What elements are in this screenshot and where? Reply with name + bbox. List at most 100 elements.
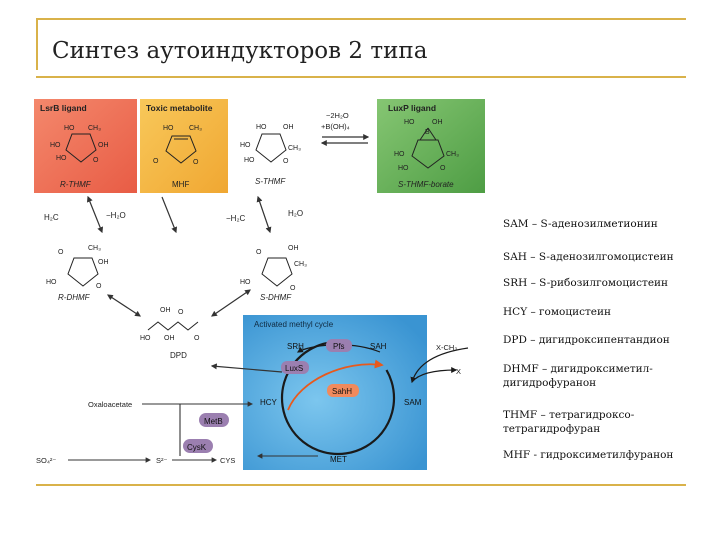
mhf-structure xyxy=(165,135,197,164)
activated-methyl-cycle: Activated methyl cycle Pfs LuxS SahH SRH… xyxy=(243,315,427,470)
transsulfuration: Oxaloacetate MetB CysK SO₄²⁻ S²⁻ CYS xyxy=(36,400,318,465)
s2-label: S²⁻ xyxy=(156,456,168,465)
sam-label: SAM xyxy=(404,398,422,407)
svg-text:HO: HO xyxy=(240,279,251,286)
hcy-label: HCY xyxy=(260,398,278,407)
svg-text:CH₃: CH₃ xyxy=(294,261,307,268)
met-label: MET xyxy=(330,455,347,464)
cysk-enzyme xyxy=(183,439,213,453)
slide-title: Синтез аутоиндукторов 2 типа xyxy=(52,38,428,64)
sahh-enzyme xyxy=(327,384,359,397)
svg-text:OH: OH xyxy=(98,259,109,266)
luxp-title: LuxP ligand xyxy=(388,103,436,113)
svg-text:CH₃: CH₃ xyxy=(288,145,301,152)
r-thmf-atoms: HO CH₃ HO OH HO O xyxy=(50,125,109,164)
svg-text:O: O xyxy=(193,159,199,166)
lsrb-caption: R-THMF xyxy=(60,180,92,189)
cycle-title: Activated methyl cycle xyxy=(254,320,334,329)
svg-text:HO: HO xyxy=(398,165,409,172)
bottom-rule xyxy=(36,484,686,486)
svg-text:HO: HO xyxy=(244,157,255,164)
cys-label: CYS xyxy=(220,456,235,465)
mid-rule xyxy=(36,76,686,78)
toxic-caption: MHF xyxy=(172,180,189,189)
left-rule xyxy=(36,18,38,70)
x-label: X xyxy=(456,367,461,376)
legend-mhf: MHF - гидроксиметилфуранон xyxy=(503,449,674,461)
dpd-arrows xyxy=(106,289,251,317)
svg-text:O: O xyxy=(153,158,159,165)
legend-sah: SAH – S-аденозилгомоцистеин xyxy=(503,251,674,263)
hydration-arrows xyxy=(86,195,272,234)
svg-text:HO: HO xyxy=(256,124,267,131)
h2o-right: H₂O xyxy=(288,209,303,218)
legend-dhmf: DHMF – дигидроксиметил-дигидрофуранон xyxy=(503,363,653,389)
luxs-label: LuxS xyxy=(285,364,303,373)
metb-label: MetB xyxy=(204,417,223,426)
r-dhmf-caption: R-DHMF xyxy=(58,293,91,302)
r-thmf-structure xyxy=(65,133,97,163)
svg-text:OH: OH xyxy=(98,142,109,149)
oxaloacetate-label: Oxaloacetate xyxy=(88,400,132,409)
luxs-enzyme xyxy=(281,361,309,374)
svg-text:CH₃: CH₃ xyxy=(88,125,101,132)
svg-text:HO: HO xyxy=(163,125,174,132)
svg-text:HO: HO xyxy=(394,151,405,158)
mhf-atoms: HO CH₃ O O xyxy=(153,125,202,166)
legend-hcy: HCY – гомоцистеин xyxy=(503,306,612,318)
sah-label: SAH xyxy=(370,342,387,351)
s-thmf-caption: S-THMF xyxy=(255,177,286,186)
legend-srh: SRH – S-рибозилгомоцистеин xyxy=(503,277,669,289)
luxp-caption: S-THMF-borate xyxy=(398,180,454,189)
h2c-right: −H₂C xyxy=(226,214,246,223)
svg-text:CH₃: CH₃ xyxy=(189,125,202,132)
sahh-label: SahH xyxy=(332,387,352,396)
legend-sam: SAM – S-аденозилметионин xyxy=(503,218,658,230)
srh-to-dpd-arrow xyxy=(210,363,283,373)
svg-text:OH: OH xyxy=(288,245,299,252)
s-thmf-structure: HO OH HO CH₃ HO O S-THMF xyxy=(240,124,301,186)
s-dhmf-structure: O OH CH₃ HO O S-DHMF xyxy=(240,245,307,302)
legend-dpd: DPD – дигидроксипентандион xyxy=(503,334,670,346)
svg-text:HO: HO xyxy=(64,125,75,132)
xch3-label: X-CH₃ xyxy=(436,343,457,352)
svg-text:O: O xyxy=(256,249,262,256)
borate-equilibrium: −2H₂O +B(OH)₄ xyxy=(320,111,370,146)
pfs-enzyme xyxy=(326,339,352,352)
svg-text:O: O xyxy=(96,283,102,290)
svg-text:B: B xyxy=(425,129,430,136)
dpd-caption: DPD xyxy=(170,351,187,360)
h2o-minus-left: −H₂O xyxy=(106,211,126,220)
s-dhmf-caption: S-DHMF xyxy=(260,293,292,302)
top-rule xyxy=(36,18,686,20)
methyl-transfer: X-CH₃ X xyxy=(410,343,469,384)
so4-label: SO₄²⁻ xyxy=(36,456,56,465)
svg-text:O: O xyxy=(283,158,289,165)
svg-text:HO: HO xyxy=(56,155,67,162)
toxic-title: Toxic metabolite xyxy=(146,103,213,113)
svg-text:HO: HO xyxy=(404,119,415,126)
svg-text:HO: HO xyxy=(140,335,151,342)
svg-text:OH: OH xyxy=(432,119,443,126)
pfs-label: Pfs xyxy=(333,342,345,351)
svg-text:CH₃: CH₃ xyxy=(446,151,459,158)
metb-enzyme xyxy=(199,413,229,427)
srh-label: SRH xyxy=(287,342,304,351)
svg-text:OH: OH xyxy=(164,335,175,342)
svg-text:HO: HO xyxy=(46,279,57,286)
svg-text:O: O xyxy=(58,249,64,256)
svg-text:O: O xyxy=(93,157,99,164)
svg-text:OH: OH xyxy=(160,307,171,314)
svg-text:O: O xyxy=(194,335,200,342)
svg-text:HO: HO xyxy=(50,142,61,149)
svg-text:O: O xyxy=(290,285,296,292)
svg-text:OH: OH xyxy=(283,124,294,131)
svg-text:HO: HO xyxy=(240,142,251,149)
borate-bottom-label: +B(OH)₄ xyxy=(321,122,350,131)
toxic-metabolite-box: Toxic metabolite HO CH₃ O O MHF xyxy=(140,99,228,193)
